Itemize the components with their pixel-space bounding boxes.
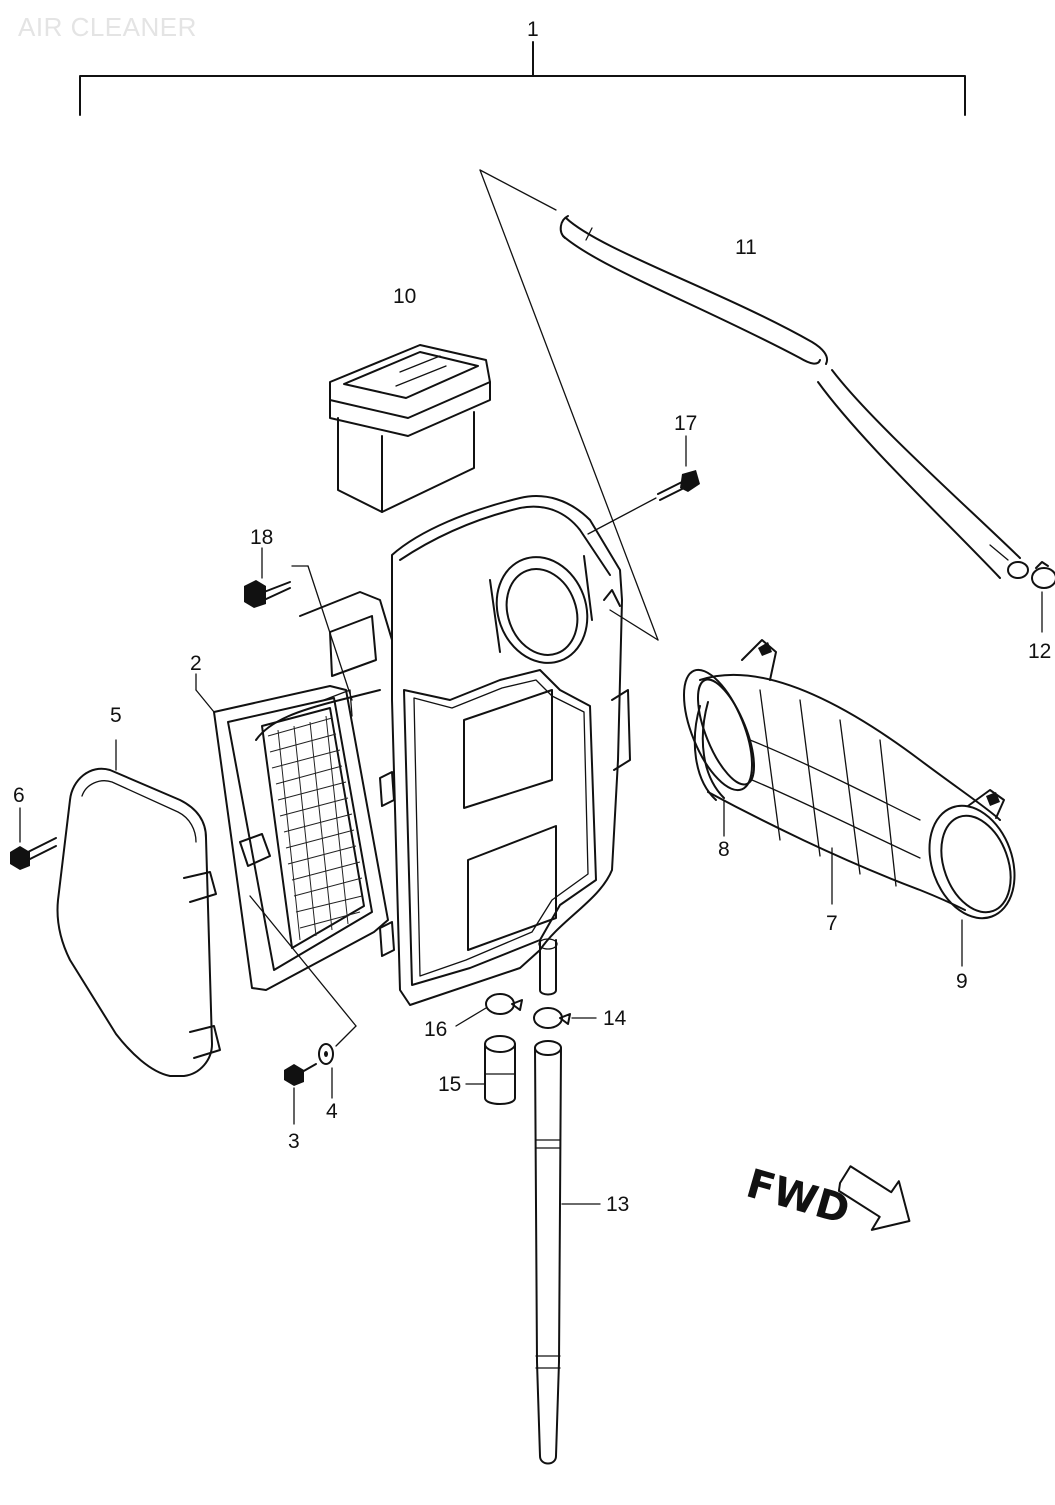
screw-3 xyxy=(249,895,357,1125)
callout-labels: 1 11 10 17 18 12 2 5 6 8 7 9 14 16 15 4 … xyxy=(13,18,1051,1234)
callout-6: 6 xyxy=(13,784,25,807)
callout-1: 1 xyxy=(527,18,539,41)
bolt-18 xyxy=(244,547,353,701)
intake-boot xyxy=(683,639,1001,911)
side-cover xyxy=(56,739,221,1077)
callout-14: 14 xyxy=(603,1007,627,1030)
drain-plug xyxy=(465,1035,516,1105)
callout-18: 18 xyxy=(250,526,273,549)
clamp-8 xyxy=(693,701,725,837)
callout-5: 5 xyxy=(110,704,122,727)
callout-8: 8 xyxy=(718,838,730,861)
callout-9: 9 xyxy=(956,970,968,993)
callout-16: 16 xyxy=(424,1018,447,1041)
breather-hose xyxy=(559,215,1029,579)
clamp-16 xyxy=(455,993,523,1027)
drain-hose xyxy=(534,1040,601,1465)
callout-15: 15 xyxy=(438,1073,461,1096)
callout-17: 17 xyxy=(674,412,697,435)
forward-direction-label: FWD xyxy=(741,1161,854,1234)
callout-3: 3 xyxy=(288,1130,300,1153)
callout-2: 2 xyxy=(190,652,202,675)
clamp-14 xyxy=(533,1007,597,1029)
guide-triangle xyxy=(479,169,659,641)
callout-7: 7 xyxy=(826,912,838,935)
hose-clip xyxy=(1031,561,1055,633)
assembly-bracket xyxy=(79,41,966,116)
callout-12: 12 xyxy=(1028,640,1051,663)
callout-4: 4 xyxy=(326,1100,338,1123)
screw-6 xyxy=(10,807,57,870)
forward-arrow-icon xyxy=(837,1165,911,1231)
washer-4 xyxy=(318,1043,334,1099)
air-cleaner-case xyxy=(255,495,631,1006)
bolt-17 xyxy=(587,435,700,535)
intake-duct xyxy=(329,344,491,513)
diagram-watermark: AIR CLEANER xyxy=(18,12,197,42)
clamp-9 xyxy=(928,789,1016,967)
callout-11: 11 xyxy=(735,236,757,259)
callout-13: 13 xyxy=(606,1193,629,1216)
filter-element xyxy=(195,673,395,991)
callout-10: 10 xyxy=(393,285,416,308)
